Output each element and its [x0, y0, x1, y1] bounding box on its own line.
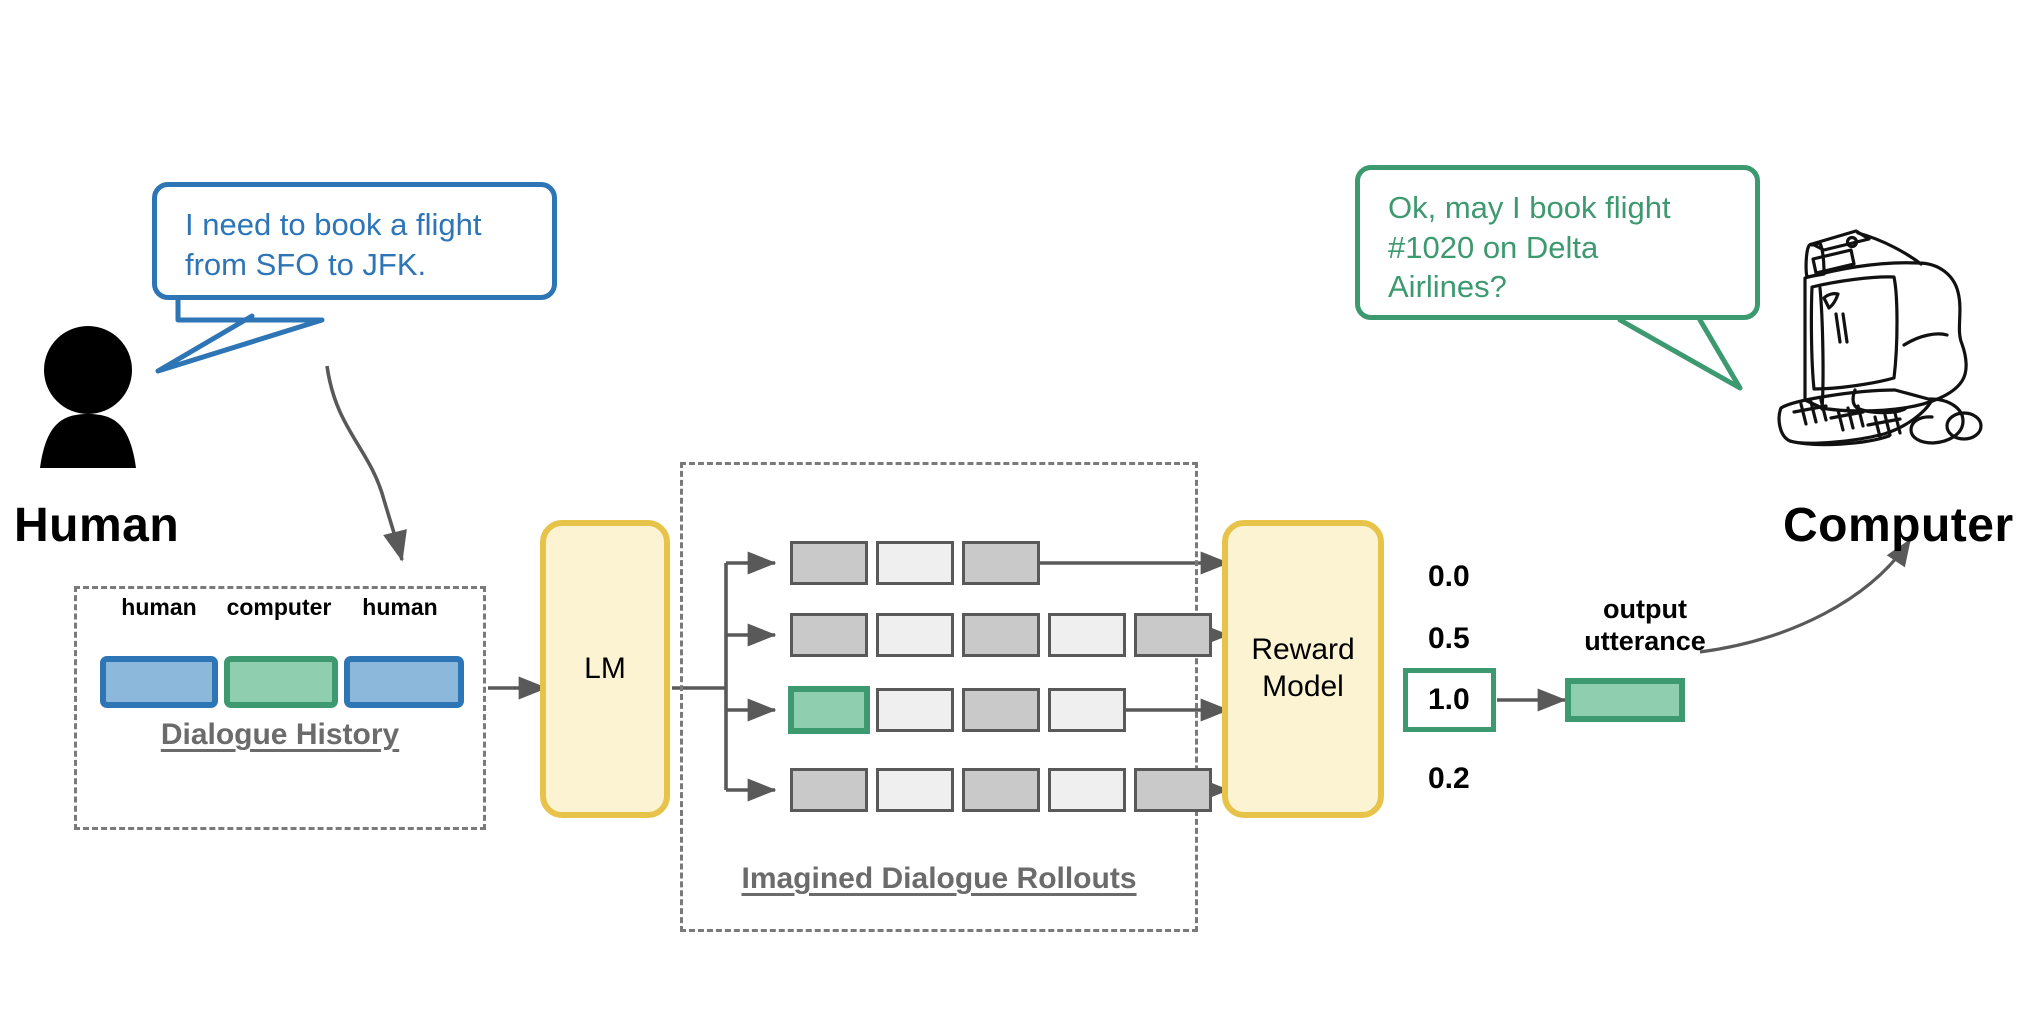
reward-score-selected-box[interactable]: 1.0 — [1403, 668, 1496, 732]
imagined-rollouts-container — [680, 462, 1198, 932]
dialogue-turn-2[interactable] — [224, 656, 338, 708]
reward-score-2: 0.5 — [1428, 622, 1470, 655]
arrow-human-to-history — [325, 365, 407, 562]
dialogue-history-title: Dialogue History — [160, 718, 400, 751]
dialogue-turn-1[interactable] — [100, 656, 218, 708]
rollout-cell — [876, 688, 954, 732]
dialogue-history-container — [74, 586, 486, 830]
rollout-cell — [1134, 613, 1212, 657]
output-utterance-label: output utterance — [1584, 594, 1706, 657]
imagined-rollouts-title: Imagined Dialogue Rollouts — [741, 862, 1137, 895]
turn-label-1: human — [121, 594, 197, 620]
lm-module-label: LM — [584, 651, 626, 685]
reward-score-3: 1.0 — [1428, 683, 1470, 716]
rollout-cell — [962, 768, 1040, 812]
rollout-cell — [876, 613, 954, 657]
rollout-cell-selected[interactable] — [788, 686, 870, 734]
dialogue-turn-3[interactable] — [344, 656, 464, 708]
reward-score-4: 0.2 — [1428, 762, 1470, 795]
rollout-cell — [790, 541, 868, 585]
desktop-computer-icon — [1777, 229, 1983, 447]
rollout-cell — [1048, 613, 1126, 657]
human-label: Human — [14, 499, 180, 552]
lm-module[interactable]: LM — [540, 520, 670, 818]
rollout-cell — [962, 613, 1040, 657]
reward-model-label: Reward Model — [1251, 633, 1355, 703]
computer-label: Computer — [1783, 499, 2014, 552]
rollout-cell — [1048, 768, 1126, 812]
speech-bubble-human-text: I need to book a flight from SFO to JFK. — [185, 207, 482, 282]
reward-model-module[interactable]: Reward Model — [1222, 520, 1384, 818]
rollout-cell — [1048, 688, 1126, 732]
rollout-cell — [790, 768, 868, 812]
rollout-cell — [962, 688, 1040, 732]
output-utterance-chip[interactable] — [1565, 678, 1685, 722]
speech-bubble-computer-text: Ok, may I book flight #1020 on Delta Air… — [1388, 190, 1671, 305]
reward-score-1: 0.0 — [1428, 560, 1470, 593]
person-icon — [40, 326, 136, 468]
rollout-cell — [962, 541, 1040, 585]
speech-bubble-human: I need to book a flight from SFO to JFK. — [152, 182, 557, 300]
computer-bubble-tail — [1617, 317, 1743, 391]
human-bubble-tail — [155, 297, 325, 374]
turn-label-3: human — [362, 594, 438, 620]
turn-label-2: computer — [226, 594, 332, 620]
speech-bubble-computer: Ok, may I book flight #1020 on Delta Air… — [1355, 165, 1760, 320]
rollout-cell — [876, 541, 954, 585]
rollout-cell — [876, 768, 954, 812]
rollout-cell — [1134, 768, 1212, 812]
rollout-cell — [790, 613, 868, 657]
